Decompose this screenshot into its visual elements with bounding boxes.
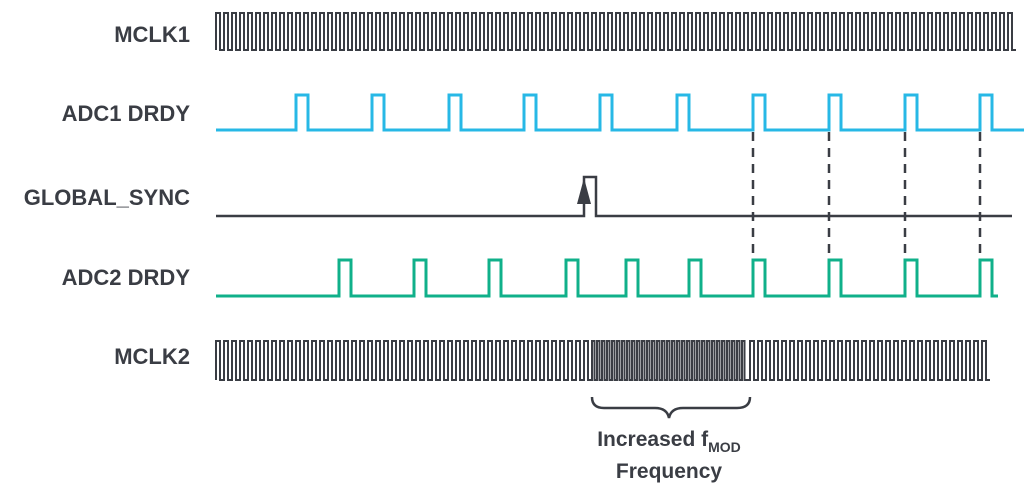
global-sync-label: GLOBAL_SYNC	[24, 185, 190, 210]
global-sync-waveform	[216, 175, 1012, 218]
adc1-drdy-waveform	[216, 93, 1024, 132]
adc2-drdy-label: ADC2 DRDY	[62, 265, 191, 290]
alignment-guides	[751, 132, 982, 258]
adc1-drdy-label: ADC1 DRDY	[62, 101, 191, 126]
adc2-drdy-waveform	[216, 258, 998, 298]
mclk2-label: MCLK2	[114, 344, 190, 369]
annotation-line1: Increased fMOD	[597, 428, 741, 455]
mclk2-waveform	[215, 340, 990, 381]
mclk1-waveform	[215, 12, 1016, 51]
mclk1-label: MCLK1	[114, 22, 190, 47]
annotation-line2: Frequency	[616, 460, 723, 483]
frequency-brace	[590, 396, 752, 419]
sync-arrow-icon	[577, 178, 591, 204]
